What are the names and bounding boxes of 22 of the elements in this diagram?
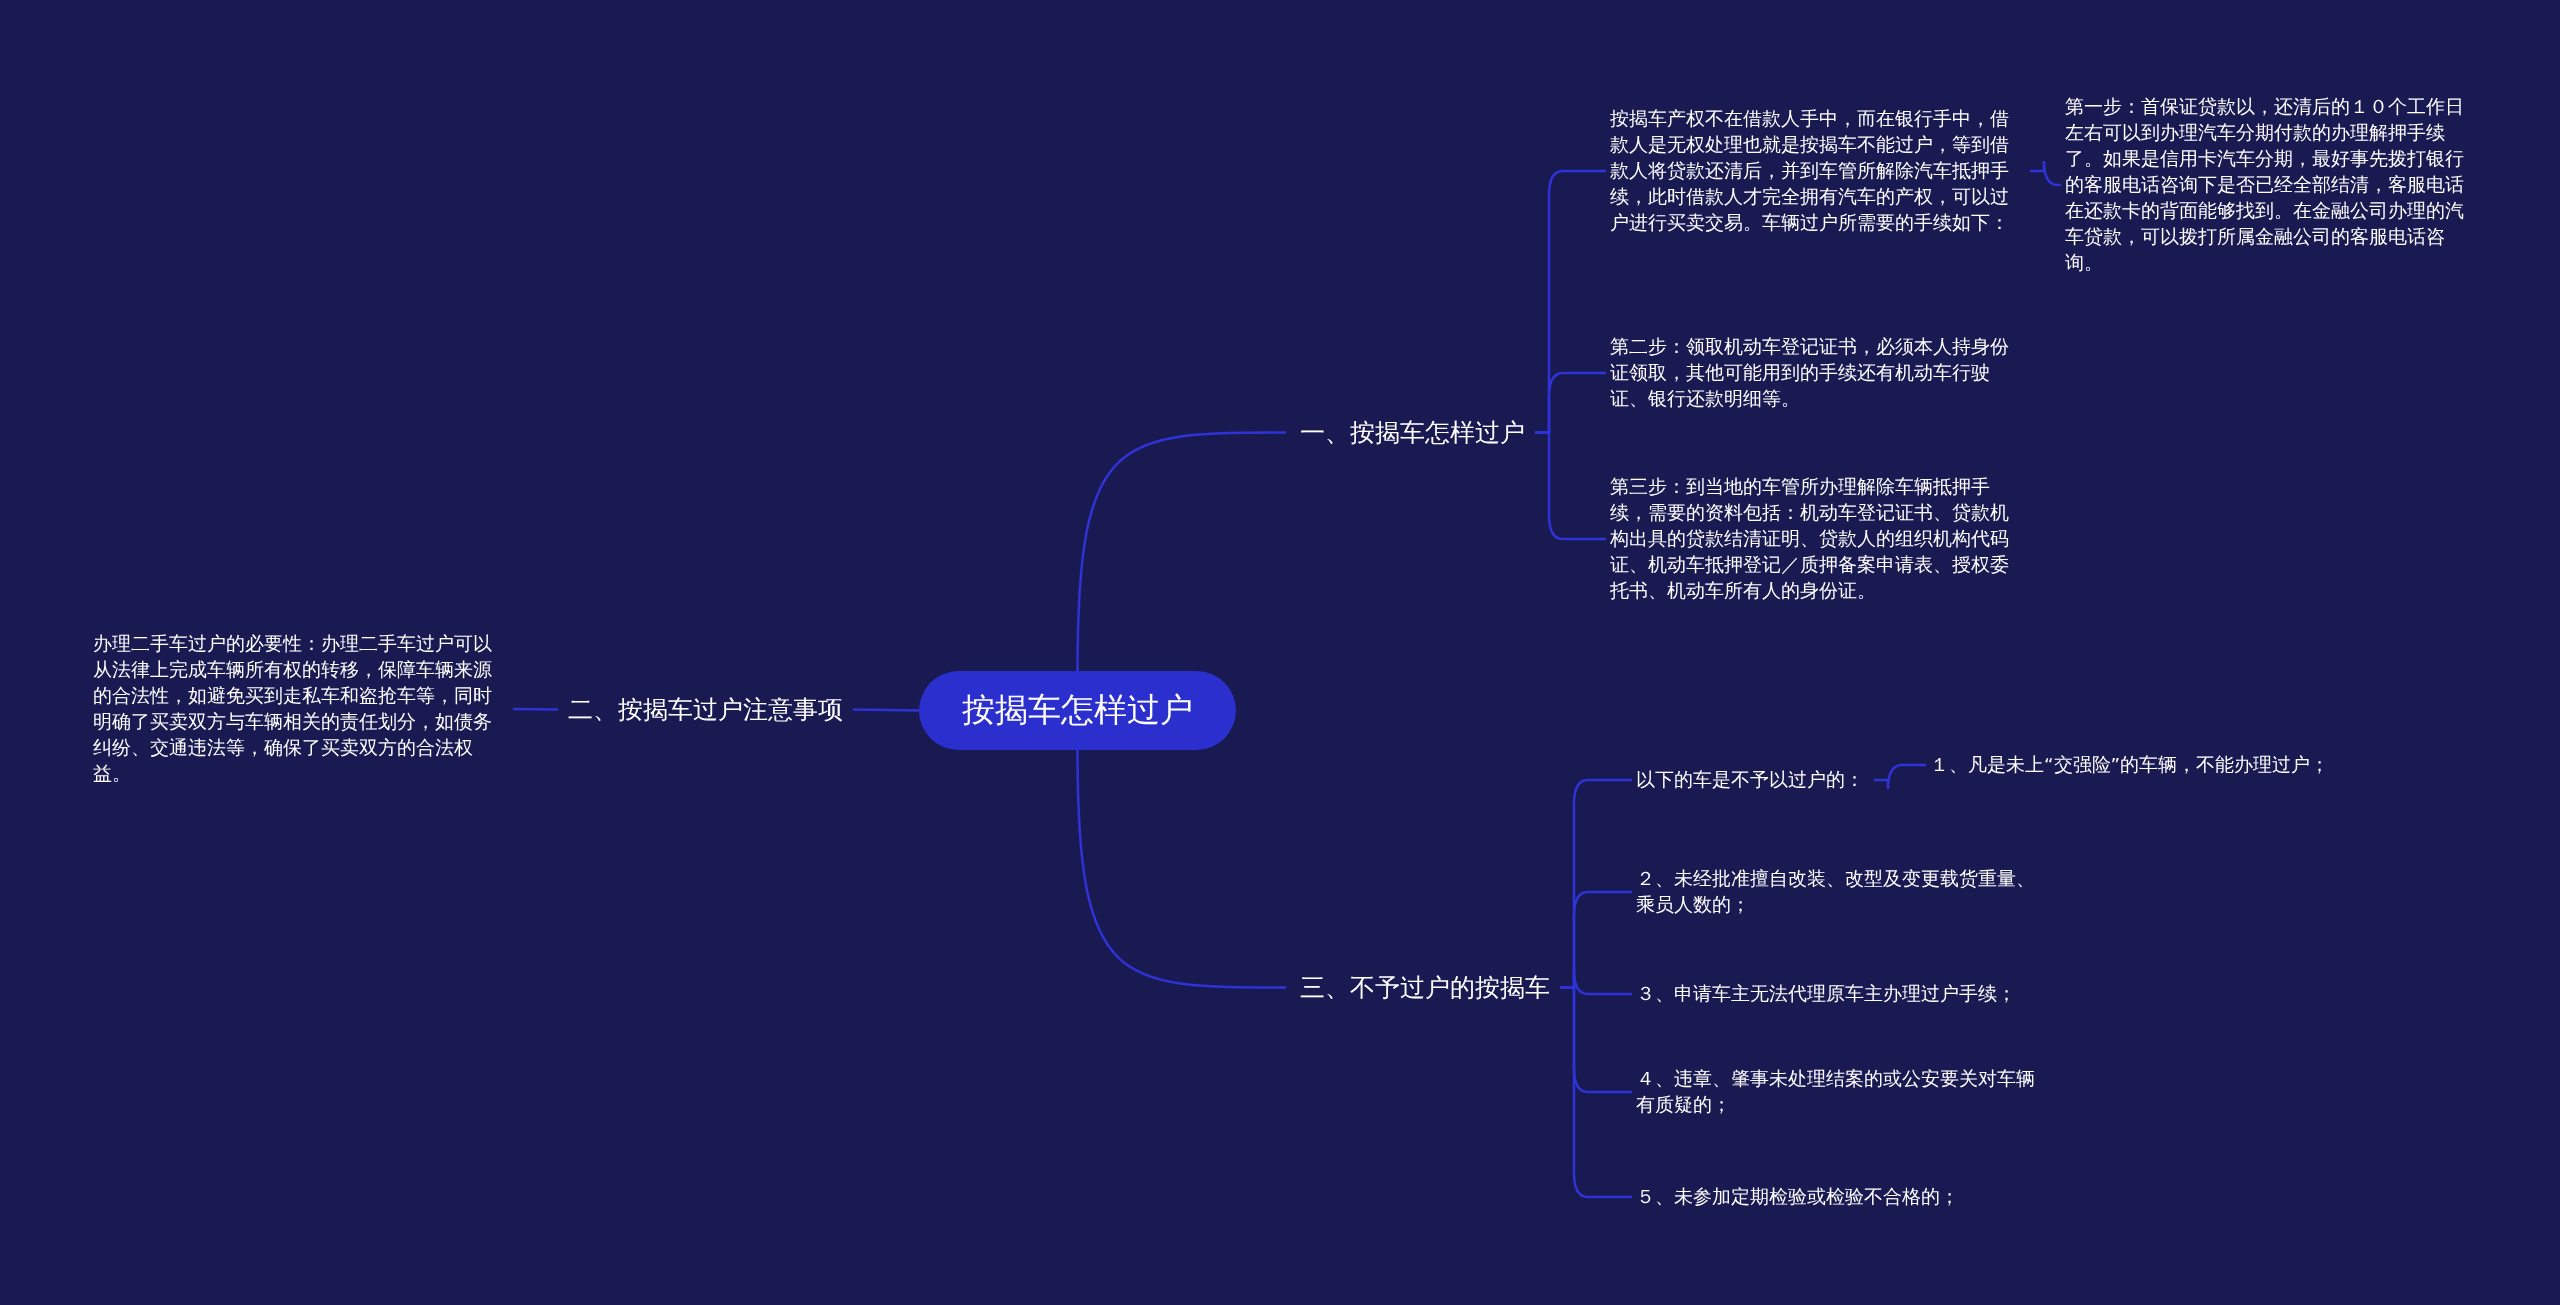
connector-line <box>1076 431 1286 672</box>
topic-text: 按揭车产权不在借款人手中，而在银行手中，借款人是无权处理也就是按揭车不能过户，等到借款人将贷款还清后，并到车管所解除汽车抵押手续，此时借款人才完全拥有汽车的产权，可以过户进行买卖交易。车辆过户所需要的手续如下： <box>1610 106 2020 236</box>
connector-line <box>513 707 558 711</box>
connector-line <box>1874 763 1926 791</box>
topic-text: １、凡是未上“交强险”的车辆，不能办理过户； <box>1930 752 2340 778</box>
topic-text: 第一步：首保证贷款以，还清后的１０个工作日左右可以到办理汽车分期付款的办理解押手续了。如果是信用卡汽车分期，最好事先拨打银行的客服电话咨询下是否已经全部结清，客服电话在还款卡的背面能够找到。在金融公司办理的汽车贷款，可以拨打所属金融公司的客服电话咨询。 <box>2065 94 2475 276</box>
topic-text: ４、违章、肇事未处理结案的或公安要关对车辆有质疑的； <box>1636 1066 2046 1118</box>
connector-line <box>1535 431 1606 541</box>
topic-text: ３、申请车主无法代理原车主办理过户手续； <box>1636 981 2046 1007</box>
branch-topic: 二、按揭车过户注意事项 <box>568 693 843 726</box>
connector-line <box>853 708 919 712</box>
topic-text: 以下的车是不予以过户的： <box>1636 767 1864 793</box>
branch-topic: 三、不予过户的按揭车 <box>1300 971 1550 1004</box>
connector-line <box>2030 159 2061 187</box>
connector-line <box>1076 749 1286 989</box>
topic-text: ５、未参加定期检验或检验不合格的； <box>1636 1184 2046 1210</box>
topic-text: 办理二手车过户的必要性：办理二手车过户可以从法律上完成车辆所有权的转移，保障车辆来源的合法性，如避免买到走私车和盗抢车等，同时明确了买卖双方与车辆相关的责任划分，如债务纠纷、交通违法等，确保了买卖双方的合法权益。 <box>93 631 503 787</box>
topic-text: ２、未经批准擅自改装、改型及变更载货重量、乘员人数的； <box>1636 866 2046 918</box>
topic-text: 第三步：到当地的车管所办理解除车辆抵押手续，需要的资料包括：机动车登记证书、贷款机构出具的贷款结清证明、贷款人的组织机构代码证、机动车抵押登记／质押备案申请表、授权委托书、机动车所有人的身份证。 <box>1610 474 2020 604</box>
topic-text: 第二步：领取机动车登记证书，必须本人持身份证领取，其他可能用到的手续还有机动车行驶证、银行还款明细等。 <box>1610 334 2020 412</box>
central-topic: 按揭车怎样过户 <box>919 671 1236 750</box>
branch-topic: 一、按揭车怎样过户 <box>1300 416 1525 449</box>
